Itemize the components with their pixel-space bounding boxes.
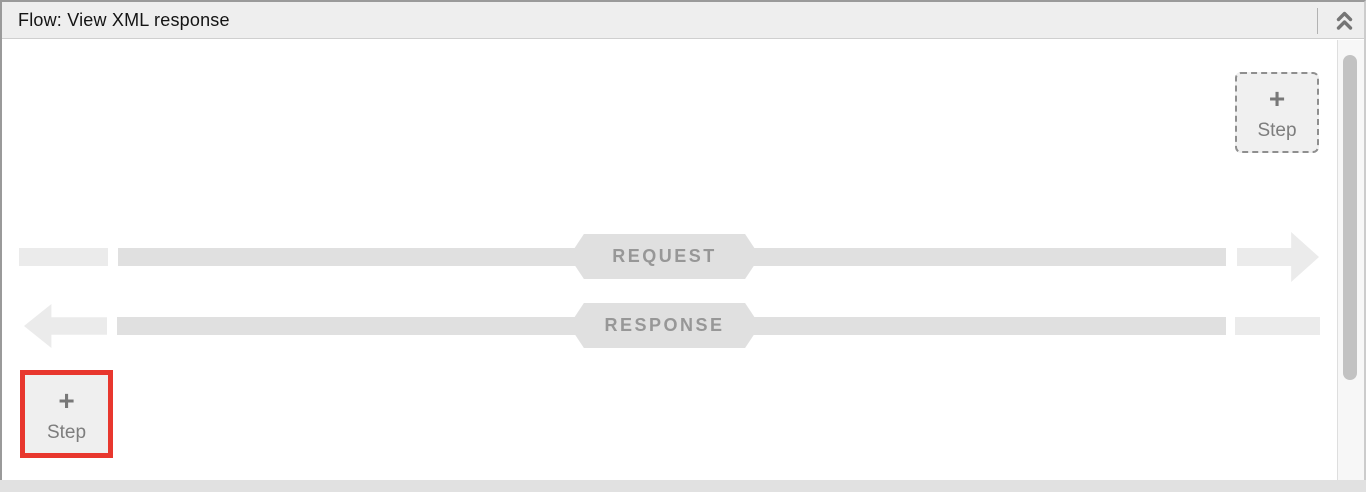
request-line-start-segment [19,248,108,266]
flow-panel: Flow: View XML response + Step REQUEST [0,0,1366,480]
panel-title: Flow: View XML response [18,9,230,30]
page-background-strip [0,480,1366,492]
double-chevron-up-icon [1336,11,1352,30]
header-controls [1317,2,1364,39]
response-banner[interactable]: RESPONSE [569,303,760,348]
flow-canvas: + Step REQUEST RESPONSE + Step [2,40,1364,480]
panel-header: Flow: View XML response [2,2,1364,39]
add-step-label: Step [46,421,87,443]
request-arrow-right-icon [1237,232,1319,282]
collapse-button[interactable] [1328,5,1360,37]
add-step-button-top[interactable]: + Step [1235,72,1319,153]
header-separator [1317,7,1318,34]
response-banner-label: RESPONSE [604,315,725,335]
scrollbar-thumb[interactable] [1343,55,1357,380]
response-arrow-left-icon [24,304,107,348]
request-banner[interactable]: REQUEST [569,234,760,279]
red-highlight-box: + Step [20,370,113,458]
plus-icon: + [58,384,75,416]
scrollbar-track[interactable] [1337,40,1364,480]
add-step-button-bottom[interactable]: + Step [25,375,108,453]
request-banner-label: REQUEST [612,246,717,266]
plus-icon: + [1268,83,1286,114]
add-step-label: Step [1257,120,1297,141]
response-line-end-segment [1235,317,1320,335]
